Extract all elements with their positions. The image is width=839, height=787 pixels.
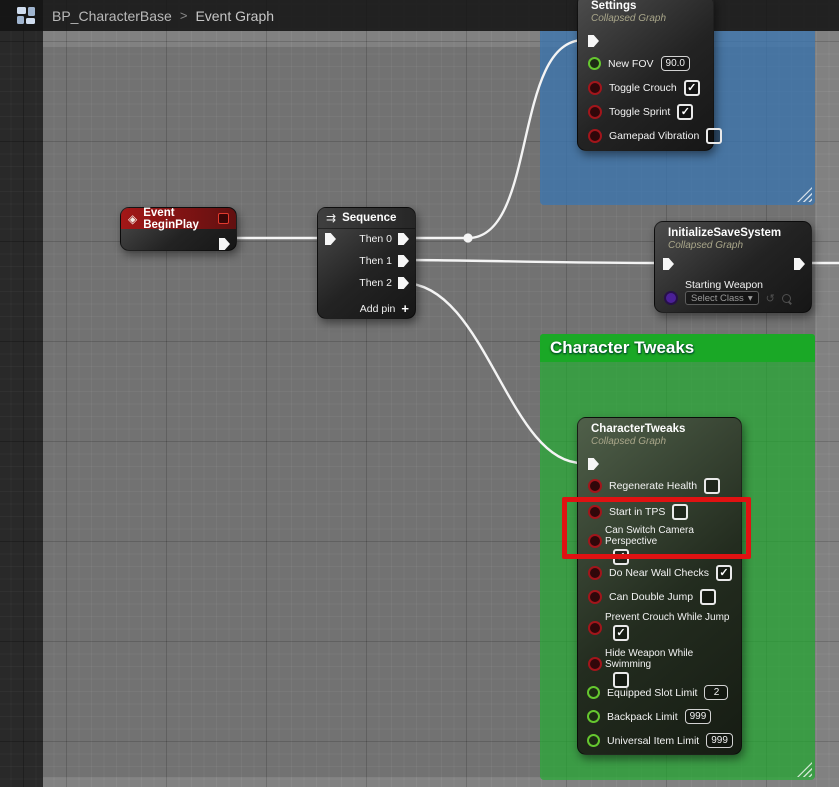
universal-item-limit-input[interactable]: 999: [706, 733, 733, 748]
sequence-icon: ⇉: [326, 211, 337, 225]
bool-pin[interactable]: [588, 479, 602, 493]
browse-magnifier-icon[interactable]: [781, 293, 791, 303]
pin-label: Then 0: [359, 233, 392, 245]
checkbox-do-near-wall-checks[interactable]: ✓: [715, 565, 732, 581]
comment-title: Character Tweaks: [550, 338, 695, 357]
bool-pin[interactable]: [588, 534, 602, 548]
pin-label: Gamepad Vibration: [609, 130, 700, 142]
checkbox-prevent-crouch-while-jump[interactable]: ✓: [613, 625, 629, 641]
exec-output-pin[interactable]: [794, 258, 805, 270]
checkbox-can-double-jump[interactable]: [700, 589, 717, 605]
chevron-down-icon: ▾: [747, 292, 753, 304]
bool-pin[interactable]: [588, 129, 602, 143]
comment-header[interactable]: Character Tweaks: [540, 334, 815, 362]
class-pin[interactable]: [664, 291, 678, 305]
pin-label: Starting Weapon: [685, 279, 764, 291]
node-initialize-save-system[interactable]: InitializeSaveSystem Collapsed Graph Sta…: [654, 221, 812, 313]
node-subtitle: Collapsed Graph: [591, 13, 667, 24]
add-pin-button[interactable]: Add pin +: [359, 301, 409, 316]
node-title: CharacterTweaks: [591, 423, 686, 435]
pin-label: Toggle Crouch: [609, 82, 677, 94]
int-pin[interactable]: [587, 686, 600, 699]
checkbox-regenerate-health[interactable]: [704, 478, 721, 494]
node-event-beginplay[interactable]: ◈ Event BeginPlay: [120, 207, 237, 251]
bool-pin[interactable]: [588, 105, 602, 119]
exec-output-pin[interactable]: [219, 238, 230, 250]
exec-output-pin-then1[interactable]: [398, 255, 409, 267]
backpack-limit-input[interactable]: 999: [684, 709, 712, 724]
plus-icon: +: [401, 301, 409, 316]
checkbox-toggle-sprint[interactable]: ✓: [677, 104, 694, 120]
sequence-node-header[interactable]: ⇉ Sequence: [318, 208, 415, 229]
checkbox-hide-weapon-while-swimming[interactable]: [613, 672, 629, 688]
checkbox-gamepad-vibration[interactable]: [706, 128, 723, 144]
left-dark-graph-strip: [0, 0, 43, 787]
use-selected-icon[interactable]: ↺: [765, 292, 775, 305]
event-override-icon: [218, 213, 229, 224]
node-title: Settings: [591, 0, 637, 12]
exec-output-pin-then2[interactable]: [398, 277, 409, 289]
int-pin[interactable]: [587, 734, 600, 747]
pin-label: New FOV: [608, 57, 654, 70]
exec-input-pin[interactable]: [588, 458, 599, 470]
breadcrumb-blueprint-name[interactable]: BP_CharacterBase: [52, 7, 172, 24]
blueprint-tiles-icon: [17, 7, 35, 24]
exec-input-pin[interactable]: [663, 258, 674, 270]
float-pin[interactable]: [588, 57, 601, 70]
bool-pin[interactable]: [588, 505, 602, 519]
red-highlight-annotation: [562, 497, 751, 559]
pin-label: Then 2: [359, 277, 392, 289]
checkbox-toggle-crouch[interactable]: ✓: [683, 80, 700, 96]
node-settings[interactable]: Settings Collapsed Graph New FOV 90.0 To…: [577, 0, 723, 151]
equipped-slot-limit-input[interactable]: 2: [704, 685, 729, 700]
bool-pin[interactable]: [588, 621, 602, 635]
pin-label: Toggle Sprint: [609, 106, 671, 118]
bool-pin[interactable]: [588, 81, 602, 95]
node-title: Sequence: [342, 212, 397, 224]
bool-pin[interactable]: [588, 566, 602, 580]
exec-input-pin[interactable]: [588, 35, 599, 47]
node-subtitle: Collapsed Graph: [668, 240, 744, 251]
exec-output-pin-then0[interactable]: [398, 233, 409, 245]
node-subtitle: Collapsed Graph: [591, 436, 667, 447]
node-character-tweaks[interactable]: CharacterTweaks Collapsed Graph Regenera…: [577, 417, 742, 755]
event-node-header[interactable]: ◈ Event BeginPlay: [121, 206, 236, 231]
breadcrumb-separator: >: [179, 8, 188, 23]
checkbox-start-in-tps[interactable]: [672, 504, 689, 520]
select-class-dropdown[interactable]: Select Class ▾: [685, 291, 759, 305]
breadcrumb-graph-name[interactable]: Event Graph: [195, 7, 275, 24]
node-title: Event BeginPlay: [143, 206, 199, 231]
float-value-input[interactable]: 90.0: [660, 56, 690, 71]
int-pin[interactable]: [587, 710, 600, 723]
node-sequence[interactable]: ⇉ Sequence Then 0 Then 1 Then 2 Add pin …: [317, 207, 416, 319]
bool-pin[interactable]: [588, 657, 602, 671]
node-title: InitializeSaveSystem: [668, 227, 782, 239]
event-diamond-icon: ◈: [128, 211, 138, 226]
exec-input-pin[interactable]: [325, 233, 336, 245]
bool-pin[interactable]: [588, 590, 602, 604]
pin-label: Then 1: [359, 255, 392, 267]
